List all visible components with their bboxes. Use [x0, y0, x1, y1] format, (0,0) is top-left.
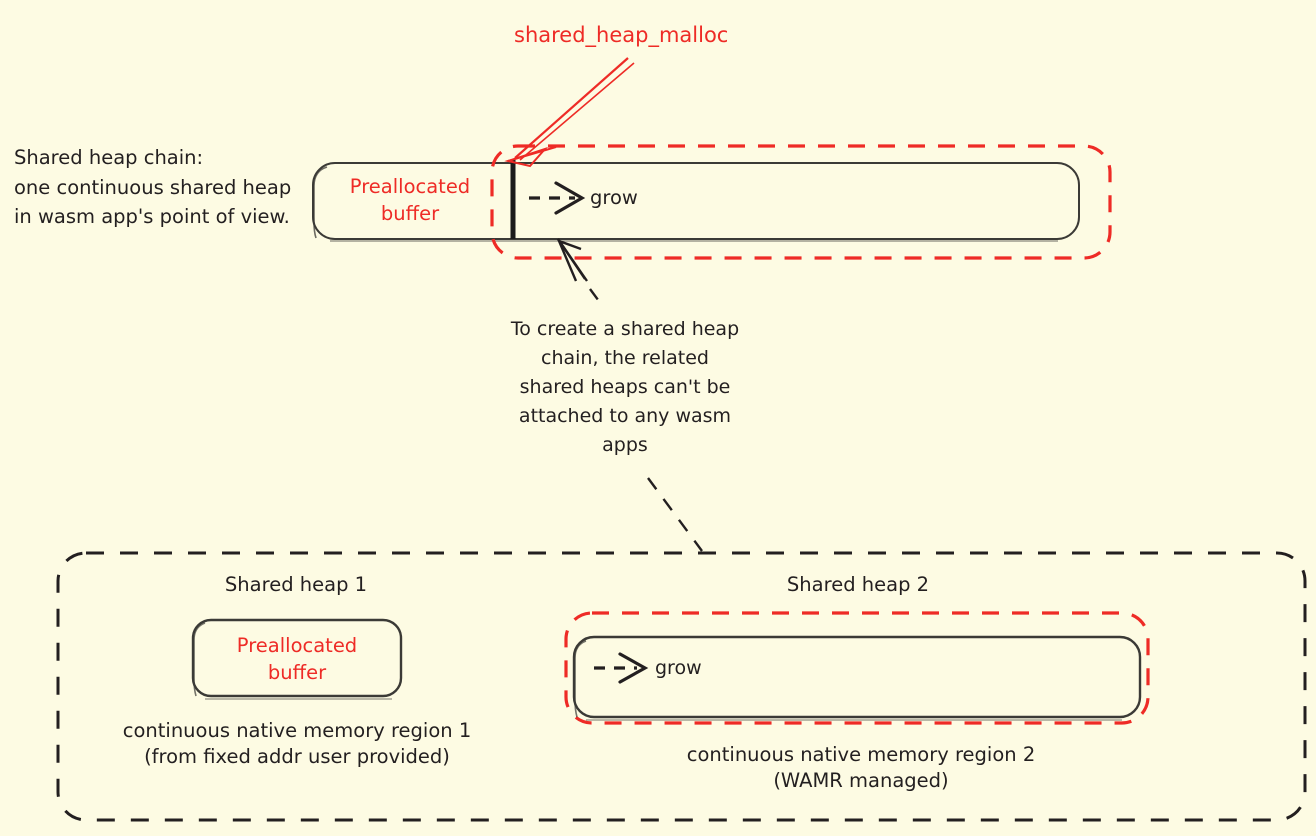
grow-arrow-bottom [594, 652, 649, 684]
shared-heap-chain-description: Shared heap chain: one continuous shared… [14, 146, 292, 229]
top-red-dashed-region [490, 144, 1112, 260]
memory-region-1-caption: continuous native memory region 1 (from … [122, 719, 472, 769]
shared-heap-chain-note: To create a shared heap chain, the relat… [510, 318, 740, 456]
top-preallocated-buffer-label: Preallocated buffer [349, 175, 471, 225]
grow-arrow-top [529, 181, 586, 215]
shared-heap-1-title: Shared heap 1 [224, 573, 368, 596]
heap1-preallocated-buffer-label: Preallocated buffer [236, 634, 358, 684]
heap2-grow-label: grow [655, 657, 702, 679]
malloc-leader-arrow [504, 57, 635, 168]
heap2-red-dashed-region [564, 611, 1150, 725]
shared-heap-2-title: Shared heap 2 [786, 573, 930, 596]
memory-region-2-caption: continuous native memory region 2 (WAMR … [686, 743, 1036, 793]
shared-heap-malloc-label: shared_heap_malloc [514, 23, 729, 47]
chain-note-leader [556, 238, 605, 309]
note-to-container-leader [647, 477, 703, 552]
top-grow-label: grow [590, 186, 638, 209]
